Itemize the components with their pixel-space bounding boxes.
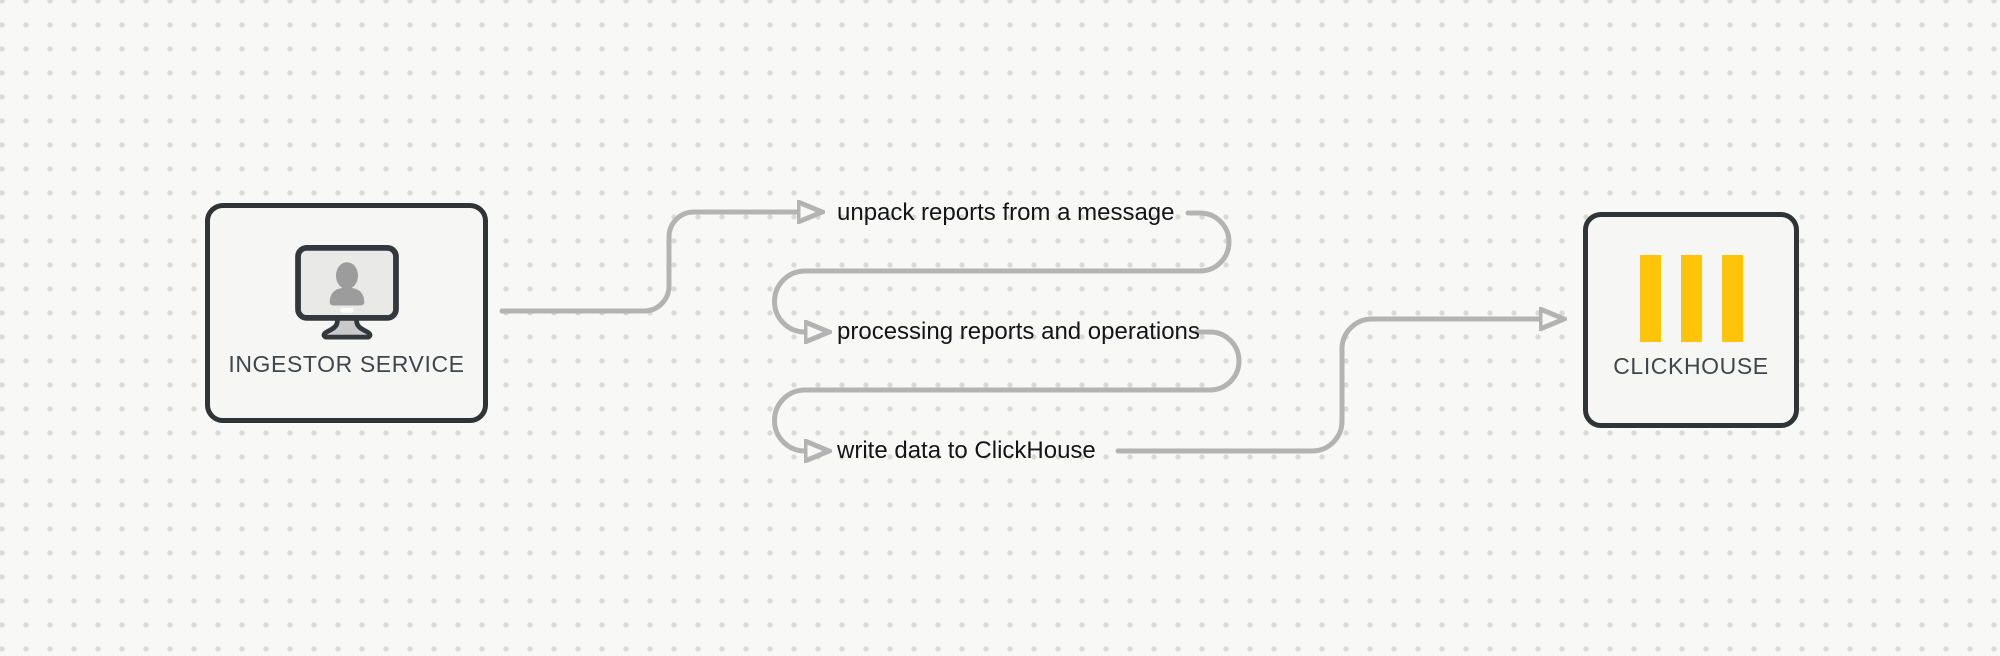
- connector-step1-to-step2: [772, 210, 1232, 332]
- node-ingestor-service[interactable]: INGESTOR SERVICE: [205, 203, 488, 423]
- clickhouse-bar: [1639, 254, 1661, 342]
- node-clickhouse[interactable]: CLICKHOUSE: [1583, 212, 1799, 428]
- connector-ingestor-to-step1: [499, 212, 798, 314]
- step-label-processing-reports[interactable]: processing reports and operations: [837, 317, 1200, 345]
- clickhouse-bar: [1721, 254, 1743, 342]
- node-label-clickhouse: CLICKHOUSE: [1613, 352, 1769, 379]
- step-label-unpack-reports[interactable]: unpack reports from a message: [837, 198, 1175, 226]
- step-label-write-data[interactable]: write data to ClickHouse: [837, 436, 1096, 464]
- connector-step3-to-clickhouse: [1115, 319, 1540, 454]
- clickhouse-bar: [1680, 254, 1702, 342]
- monitor-user-icon: [294, 245, 399, 340]
- node-label-ingestor: INGESTOR SERVICE: [228, 351, 465, 378]
- connector-step2-to-step3: [772, 329, 1242, 451]
- clickhouse-bars-icon: [1639, 254, 1743, 342]
